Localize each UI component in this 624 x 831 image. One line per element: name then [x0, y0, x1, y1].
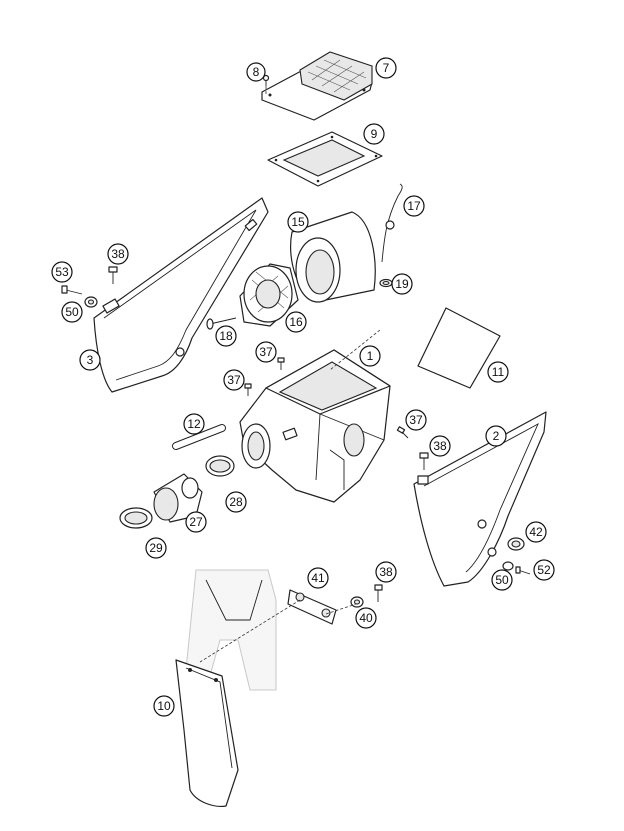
svg-text:16: 16: [289, 315, 303, 329]
callout-37-right: 37: [405, 409, 427, 431]
callout-2: 2: [485, 425, 507, 447]
svg-text:37: 37: [409, 413, 423, 427]
svg-text:7: 7: [383, 61, 390, 75]
callout-7: 7: [375, 57, 397, 79]
svg-text:8: 8: [253, 65, 260, 79]
callout-19: 19: [391, 273, 413, 295]
bracket-part-41: [287, 589, 337, 625]
svg-text:2: 2: [493, 429, 500, 443]
hose-clamp-part-29: [119, 507, 153, 529]
air-filter-element-part: [290, 211, 376, 303]
screw-part-52: [515, 566, 531, 575]
mud-flap-part: [175, 659, 239, 807]
callout-42: 42: [525, 521, 547, 543]
svg-text:18: 18: [219, 329, 233, 343]
svg-text:50: 50: [65, 305, 79, 319]
svg-text:38: 38: [379, 565, 393, 579]
callout-41: 41: [307, 567, 329, 589]
callout-29: 29: [145, 537, 167, 559]
svg-text:19: 19: [395, 277, 409, 291]
screw-part-8: [262, 74, 270, 86]
callout-1: 1: [359, 345, 381, 367]
right-side-panel-part: [413, 411, 547, 587]
svg-text:37: 37: [227, 373, 241, 387]
callout-52: 52: [533, 559, 555, 581]
screw-part-37-left: [244, 383, 252, 396]
callout-18: 18: [215, 325, 237, 347]
svg-text:3: 3: [87, 353, 94, 367]
washer-part-50-left: [84, 296, 98, 308]
svg-text:52: 52: [537, 563, 551, 577]
svg-text:17: 17: [407, 199, 421, 213]
grommet-part-42: [507, 537, 525, 551]
callout-38-bottom: 38: [375, 561, 397, 583]
svg-text:42: 42: [529, 525, 543, 539]
svg-text:50: 50: [495, 573, 509, 587]
bolt-part-18: [206, 317, 237, 330]
svg-text:38: 38: [111, 247, 125, 261]
svg-text:27: 27: [189, 515, 203, 529]
hose-part-12: [172, 424, 226, 450]
svg-text:28: 28: [229, 495, 243, 509]
callout-9: 9: [363, 123, 385, 145]
callout-17: 17: [403, 195, 425, 217]
callout-53: 53: [51, 261, 73, 283]
callout-38-right: 38: [429, 435, 451, 457]
svg-text:11: 11: [492, 365, 505, 379]
leader-lines: [199, 86, 381, 663]
bolt-part-38-left: [108, 266, 118, 284]
callout-15: 15: [287, 211, 309, 233]
callout-27: 27: [185, 511, 207, 533]
intake-boot-part: [153, 473, 203, 523]
callouts: 8 7 9 17 15 38 53 19 50 16 11 18 3 37 1 …: [51, 57, 555, 717]
svg-text:12: 12: [187, 417, 201, 431]
bolt-part-53: [61, 285, 83, 295]
callout-10: 10: [153, 695, 175, 717]
bolt-part-38-bottom: [374, 584, 383, 602]
svg-text:9: 9: [371, 127, 378, 141]
svg-text:53: 53: [55, 265, 69, 279]
callout-38-left: 38: [107, 243, 129, 265]
callout-40: 40: [355, 607, 377, 629]
callout-37-top: 37: [255, 341, 277, 363]
left-side-panel-part: [93, 197, 269, 393]
airbox-part: [239, 349, 391, 503]
callout-11: 11: [487, 361, 509, 383]
callout-16: 16: [285, 311, 307, 333]
screw-part-37-right: [396, 426, 409, 439]
filter-cage-part: [239, 263, 299, 327]
bolt-part-38-right: [419, 452, 429, 470]
callout-50-right: 50: [491, 569, 513, 591]
svg-text:10: 10: [157, 699, 171, 713]
callout-3: 3: [79, 349, 101, 371]
washer-part-40: [350, 596, 364, 608]
ring-part-19: [379, 278, 393, 288]
svg-text:41: 41: [311, 571, 325, 585]
filter-sheet-part: [417, 307, 501, 389]
washer-part-50-right: [502, 561, 514, 571]
screw-part-37-top: [277, 357, 285, 370]
svg-text:15: 15: [291, 215, 305, 229]
callout-37-left: 37: [223, 369, 245, 391]
callout-8: 8: [246, 62, 266, 82]
filter-cover-part: [261, 51, 373, 121]
hose-clamp-part-28: [205, 455, 235, 477]
svg-text:1: 1: [367, 349, 374, 363]
svg-text:37: 37: [259, 345, 273, 359]
callout-50-left: 50: [61, 301, 83, 323]
gasket-plate-part: [267, 131, 383, 187]
breather-hose-part: [381, 183, 403, 263]
callout-12: 12: [183, 413, 205, 435]
svg-text:29: 29: [149, 541, 163, 555]
svg-text:40: 40: [359, 611, 373, 625]
callout-28: 28: [225, 491, 247, 513]
svg-text:38: 38: [433, 439, 447, 453]
